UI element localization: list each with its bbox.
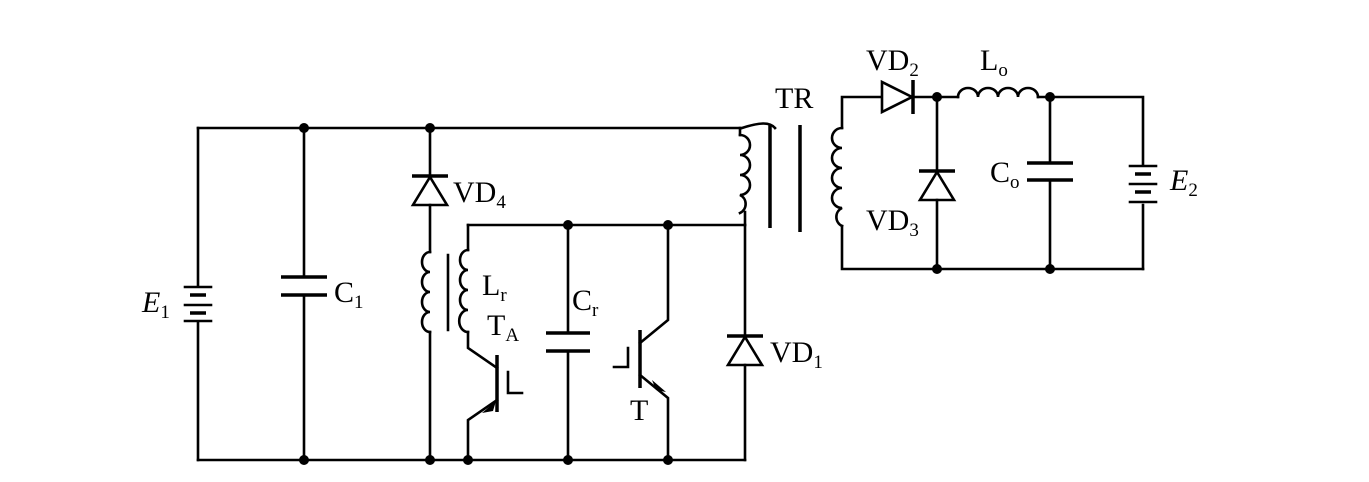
diode-vd1 (725, 334, 765, 367)
label-e2: E2 (1169, 164, 1198, 201)
output-right-wire (1036, 95, 1145, 271)
label-t: T (630, 394, 648, 427)
battery-e1 (183, 285, 213, 323)
capacitor-co (1027, 161, 1073, 182)
lr-to-ta-wire (466, 223, 499, 370)
label-vd4: VD4 (453, 176, 506, 213)
label-ta: TA (487, 309, 519, 346)
label-lr: Lr (482, 269, 507, 306)
label-e1: E1 (141, 286, 170, 323)
label-cr: Cr (572, 284, 599, 321)
capacitor-c1 (281, 275, 327, 297)
diode-vd3 (917, 169, 957, 202)
secondary-wiring (840, 95, 1145, 271)
secondary-top-lead (840, 95, 882, 130)
label-vd3: VD3 (866, 204, 919, 241)
transformer-tr (738, 122, 844, 232)
capacitor-cr (546, 331, 590, 353)
inductor-lr (420, 248, 470, 334)
primary-wiring (196, 126, 747, 462)
t-branch-wire (638, 223, 670, 462)
junction-dots (299, 92, 1055, 465)
ta-emitter-wire (466, 398, 499, 462)
diode-vd4 (410, 174, 450, 207)
label-vd2: VD2 (866, 44, 919, 81)
label-lo: Lo (980, 44, 1008, 81)
transistor-t (612, 330, 666, 392)
secondary-bottom-rail (840, 224, 1145, 271)
label-vd1: VD1 (770, 336, 823, 373)
label-co: Co (990, 156, 1020, 193)
label-c1: C1 (334, 276, 364, 313)
inductor-lo (956, 86, 1040, 99)
label-tr: TR (775, 82, 813, 115)
transistor-ta (482, 355, 524, 413)
battery-e2 (1128, 164, 1158, 204)
diode-vd2 (880, 79, 915, 115)
